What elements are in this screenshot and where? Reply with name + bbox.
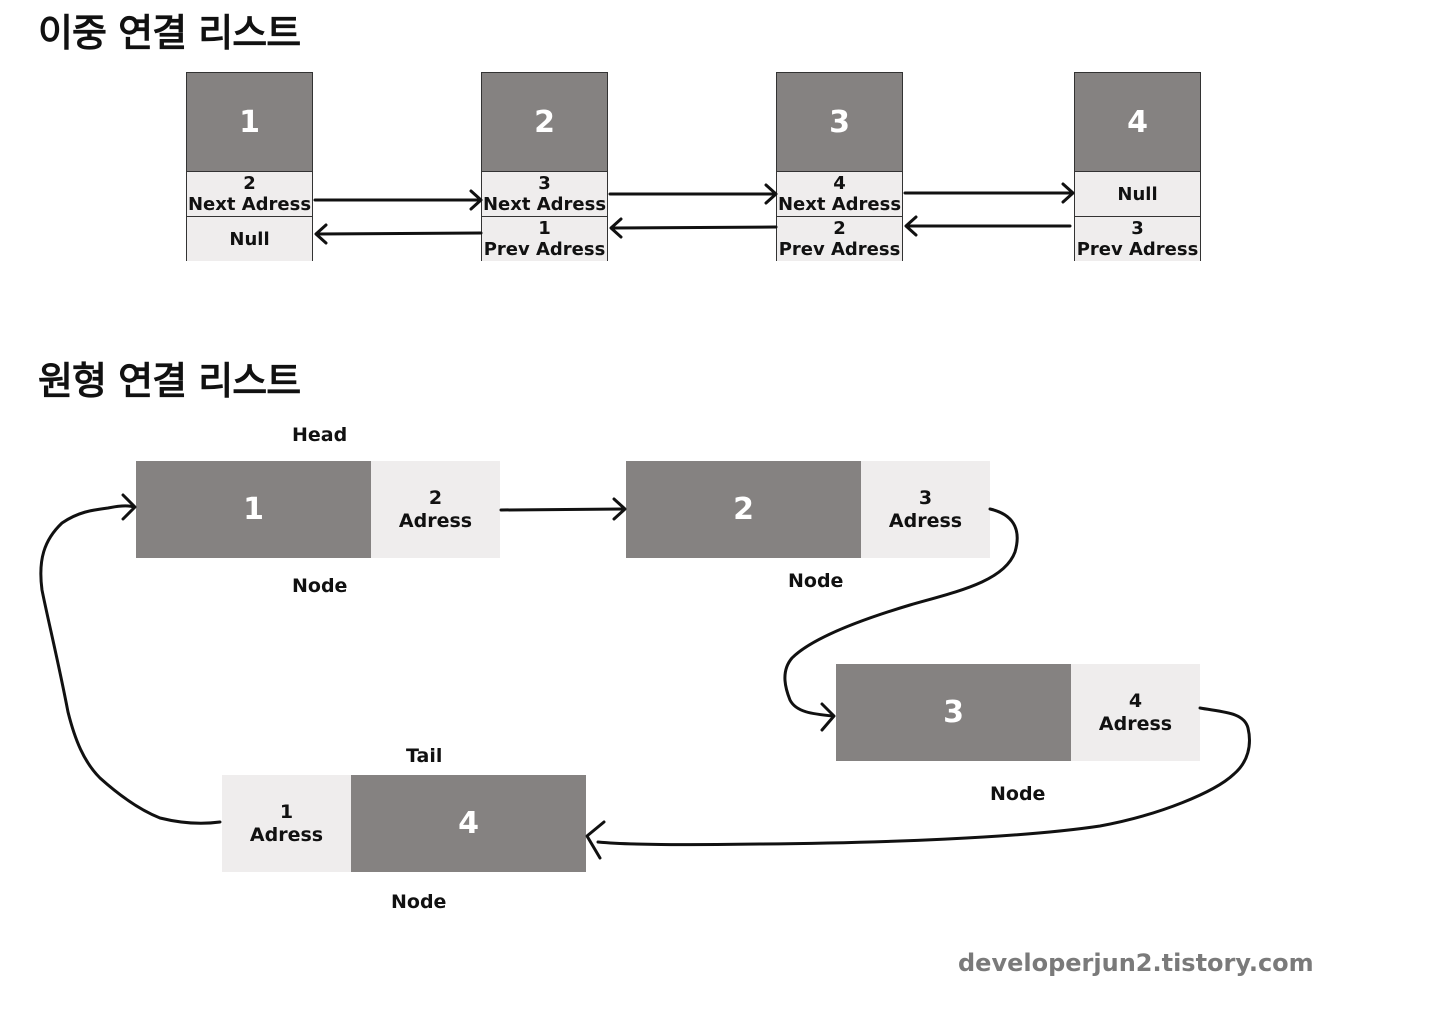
prev-address-number: 2: [833, 218, 846, 239]
next-address-number: 3: [538, 173, 551, 194]
address-label: Adress: [398, 509, 473, 532]
address-label: Adress: [888, 509, 963, 532]
prev-address-label: Null: [229, 228, 270, 250]
node-value: 3: [836, 664, 1071, 761]
circular-linked-list-title: 원형 연결 리스트: [38, 359, 301, 403]
prev-address-cell: 2 Prev Adress: [777, 216, 902, 261]
node-label: Node: [391, 891, 447, 913]
tail-label: Tail: [406, 745, 443, 767]
node-label: Node: [292, 575, 348, 597]
prev-arrow-4-3: [904, 215, 1072, 237]
node-value: 4: [351, 775, 586, 872]
circular-node-3: 3 4 Adress: [836, 664, 1200, 761]
next-address-label: Null: [1117, 183, 1158, 205]
link-arrow-1-2: [499, 497, 627, 521]
circular-node-2: 2 3 Adress: [626, 461, 990, 558]
double-node-3: 3 4 Next Adress 2 Prev Adress: [776, 72, 903, 261]
link-arrow-2-3: [783, 507, 1019, 732]
node-value: 2: [626, 461, 861, 558]
circular-node-4: 1 Adress 4: [222, 775, 586, 872]
next-address-cell: 4 Next Adress: [777, 171, 902, 216]
address-number: 4: [1128, 689, 1143, 712]
prev-address-label: Prev Adress: [778, 239, 901, 260]
address-number: 3: [918, 486, 933, 509]
address-cell: 2 Adress: [371, 461, 500, 558]
address-cell: 1 Adress: [222, 775, 351, 872]
next-address-cell: 3 Next Adress: [482, 171, 607, 216]
prev-address-cell: 3 Prev Adress: [1075, 216, 1200, 261]
next-address-number: 4: [833, 173, 846, 194]
address-label: Adress: [249, 823, 324, 846]
double-node-1: 1 2 Next Adress Null: [186, 72, 313, 261]
address-number: 1: [279, 800, 294, 823]
next-arrow-1-2: [313, 189, 483, 211]
node-value: 3: [777, 73, 902, 171]
head-label: Head: [292, 424, 348, 446]
node-label: Node: [788, 570, 844, 592]
address-cell: 4 Adress: [1071, 664, 1200, 761]
circular-node-1: 1 2 Adress: [136, 461, 500, 558]
prev-address-label: Prev Adress: [1076, 239, 1199, 260]
next-arrow-3-4: [903, 182, 1075, 204]
prev-address-number: 3: [1131, 218, 1144, 239]
double-node-4: 4 Null 3 Prev Adress: [1074, 72, 1201, 261]
node-value: 2: [482, 73, 607, 171]
next-arrow-2-3: [608, 183, 778, 205]
prev-arrow-3-2: [609, 217, 778, 239]
next-address-label: Next Adress: [187, 194, 312, 215]
watermark-text: developerjun2.tistory.com: [958, 949, 1314, 977]
address-cell: 3 Adress: [861, 461, 990, 558]
link-arrow-4-1: [39, 493, 222, 825]
prev-address-number: 1: [538, 218, 551, 239]
next-address-cell: Null: [1075, 171, 1200, 216]
next-address-cell: 2 Next Adress: [187, 171, 312, 216]
node-label: Node: [990, 783, 1046, 805]
node-value: 4: [1075, 73, 1200, 171]
node-value: 1: [136, 461, 371, 558]
next-address-label: Next Adress: [482, 194, 607, 215]
prev-address-label: Prev Adress: [483, 239, 606, 260]
address-number: 2: [428, 486, 443, 509]
node-value: 1: [187, 73, 312, 171]
link-arrow-3-4: [585, 706, 1251, 860]
prev-arrow-2-1: [314, 223, 483, 245]
next-address-label: Next Adress: [777, 194, 902, 215]
prev-address-cell: Null: [187, 216, 312, 261]
double-node-2: 2 3 Next Adress 1 Prev Adress: [481, 72, 608, 261]
prev-address-cell: 1 Prev Adress: [482, 216, 607, 261]
double-linked-list-title: 이중 연결 리스트: [38, 11, 301, 55]
next-address-number: 2: [243, 173, 256, 194]
address-label: Adress: [1098, 712, 1173, 735]
